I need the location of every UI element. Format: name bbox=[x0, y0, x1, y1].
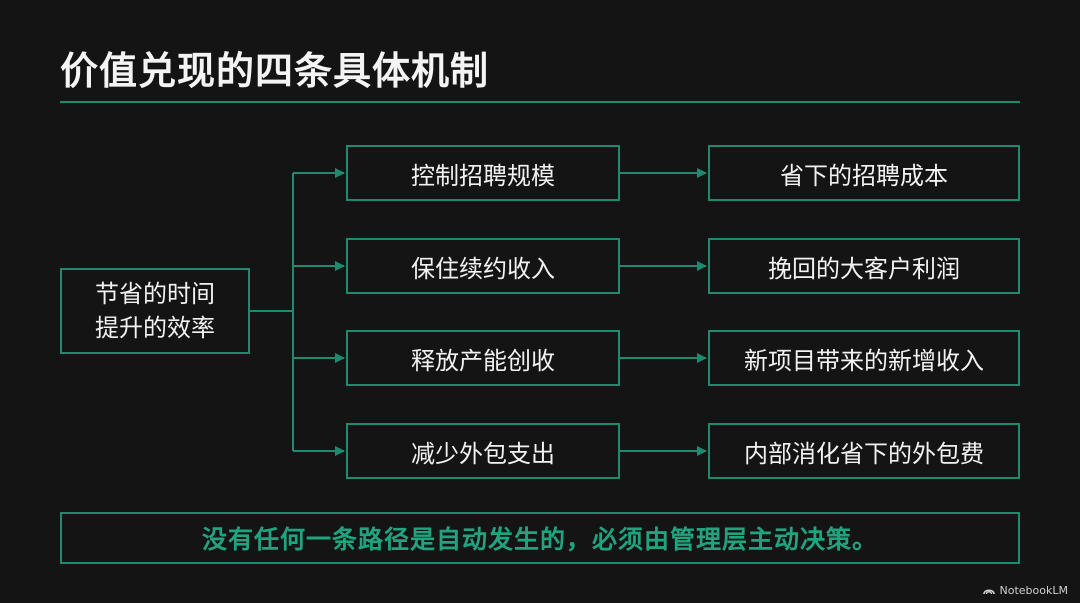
result-box-1: 省下的招聘成本 bbox=[708, 145, 1020, 201]
page-title: 价值兑现的四条具体机制 bbox=[60, 49, 490, 93]
mechanism-box-4: 减少外包支出 bbox=[346, 423, 620, 479]
result-box-2: 挽回的大客户利润 bbox=[708, 238, 1020, 294]
mechanism-box-3: 释放产能创收 bbox=[346, 330, 620, 386]
conclusion-note: 没有任何一条路径是自动发生的，必须由管理层主动决策。 bbox=[60, 512, 1020, 564]
mechanism-box-2: 保住续约收入 bbox=[346, 238, 620, 294]
brand-label: NotebookLM bbox=[999, 584, 1068, 597]
source-box: 节省的时间 提升的效率 bbox=[60, 268, 250, 354]
result-box-3: 新项目带来的新增收入 bbox=[708, 330, 1020, 386]
result-box-4: 内部消化省下的外包费 bbox=[708, 423, 1020, 479]
title-divider bbox=[60, 101, 1020, 103]
notebooklm-logo-icon bbox=[982, 589, 995, 595]
source-line-2: 提升的效率 bbox=[95, 314, 215, 342]
brand-watermark: NotebookLM bbox=[982, 584, 1068, 597]
source-line-1: 节省的时间 bbox=[95, 280, 215, 308]
mechanism-box-1: 控制招聘规模 bbox=[346, 145, 620, 201]
